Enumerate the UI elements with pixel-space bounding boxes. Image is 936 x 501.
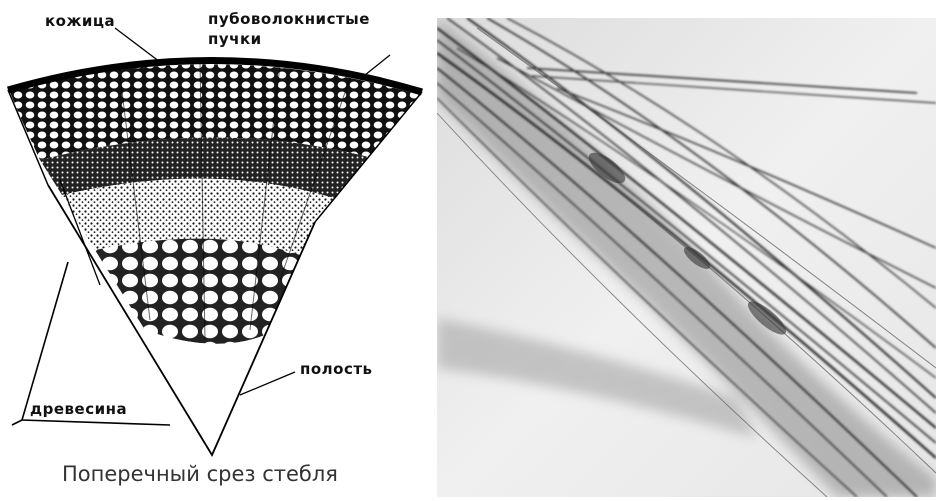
- label-wood: древесина: [30, 400, 127, 418]
- label-skin: кожица: [45, 12, 115, 30]
- label-fiber-bundles-line1: пубоволокнистые: [208, 10, 370, 28]
- label-cavity: полость: [300, 360, 373, 378]
- diagram-caption: Поперечный срез стебля: [62, 462, 338, 486]
- fiber-leader: [365, 55, 390, 75]
- skin-leader: [115, 28, 160, 62]
- fiber-micrograph-image: [437, 18, 936, 497]
- fiber-micrograph: [437, 18, 936, 497]
- label-fiber-bundles-line2: пучки: [208, 30, 262, 48]
- cavity-leader: [240, 372, 295, 395]
- stem-cross-section-drawing: [0, 0, 432, 497]
- stem-cross-section-diagram: кожица пубоволокнистые пучки полость дре…: [0, 0, 432, 497]
